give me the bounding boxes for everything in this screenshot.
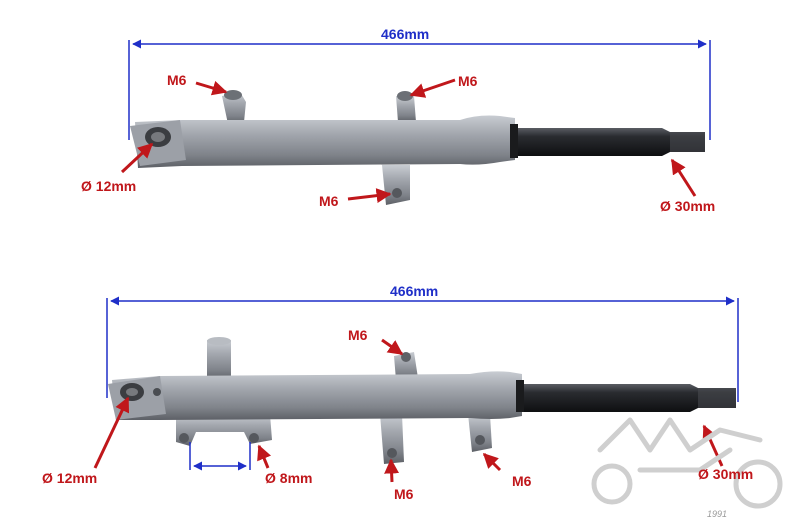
lower-m6-bottom-mid-label: M6 [394, 486, 414, 502]
upper-m6-right-label: M6 [458, 73, 478, 89]
lower-vertical-post [207, 340, 231, 380]
upper-m6-left-label: M6 [167, 72, 187, 88]
motorcycle-logo-icon [591, 417, 783, 509]
logo-year: 1991 [707, 509, 728, 519]
upper-seal-ring [510, 124, 518, 158]
upper-lug-right-hole [397, 91, 413, 101]
bolt-spacing-dimension [189, 442, 251, 471]
upper-length-label: 466mm [381, 26, 430, 42]
lower-length-label: 466mm [390, 283, 439, 299]
upper-stanchion-tube [518, 128, 705, 156]
lower-m6-bottom-right-label: M6 [512, 473, 532, 489]
lower-tube-diameter-label: Ø 30mm [698, 466, 754, 482]
upper-m6-bottom-label: M6 [319, 193, 339, 209]
lower-stanchion-tube [524, 384, 736, 412]
upper-tube-diameter-label: Ø 30mm [660, 198, 716, 214]
lower-bolt-hole-label: Ø 8mm [265, 470, 313, 486]
lower-mount-lug-bottom-mid [380, 414, 404, 464]
upper-mount-lug-left [222, 92, 246, 124]
lower-mount-lug-bottom-right [468, 414, 492, 452]
upper-axle-hole-label: Ø 12mm [81, 178, 137, 194]
upper-fork-body [135, 115, 515, 168]
upper-mount-lug-right [396, 96, 416, 122]
lower-fork-body [112, 371, 522, 420]
lower-m6-top-label: M6 [348, 327, 368, 343]
lower-dimension-line [106, 296, 739, 402]
lower-mount-lug-top [394, 352, 418, 380]
lower-seal-ring [516, 380, 524, 412]
upper-dimension-line [128, 39, 711, 140]
upper-lug-left-hole [224, 90, 242, 100]
upper-lug-bottom-hole [392, 188, 402, 198]
lower-fork [108, 337, 736, 464]
upper-annotation-arrows [120, 78, 697, 204]
upper-mount-lug-bottom [382, 165, 410, 205]
upper-fork [130, 90, 705, 205]
lower-double-bracket [176, 414, 272, 446]
lower-axle-hole-label: Ø 12mm [42, 470, 98, 486]
